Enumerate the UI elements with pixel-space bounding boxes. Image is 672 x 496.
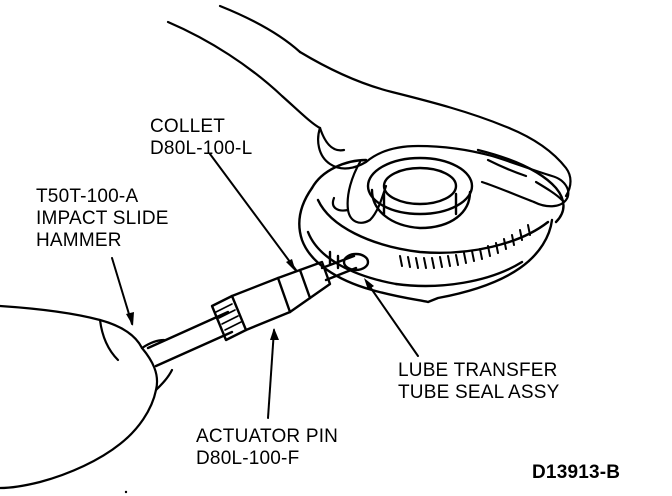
leader-lines xyxy=(111,153,419,419)
collet-label-line2: D80L-100-L xyxy=(150,138,253,159)
slide-hammer-label-line1: T50T-100-A xyxy=(36,186,139,207)
collet-label-line1: COLLET xyxy=(150,116,226,137)
collet-arrowhead xyxy=(286,259,296,272)
figure-id: D13913-B xyxy=(532,462,621,483)
actuator-pin-arrowhead xyxy=(270,328,279,340)
upper-hand xyxy=(166,4,572,224)
slide-hammer-label: T50T-100-A IMPACT SLIDE HAMMER xyxy=(36,186,169,252)
lube-seal-label-line1: LUBE TRANSFER xyxy=(398,360,558,381)
slide-hammer-arrowhead xyxy=(126,312,134,326)
actuator-pin-label: ACTUATOR PIN D80L-100-F xyxy=(196,426,338,470)
slide-hammer-label-line3: HAMMER xyxy=(36,230,122,251)
collet-label: COLLET D80L-100-L xyxy=(150,116,252,160)
slide-hammer-label-line2: IMPACT SLIDE xyxy=(36,208,169,229)
stray-dot xyxy=(124,490,128,494)
lube-seal-label: LUBE TRANSFER TUBE SEAL ASSY xyxy=(398,360,560,404)
pump-housing xyxy=(298,148,565,304)
lube-seal-label-line2: TUBE SEAL ASSY xyxy=(398,382,560,403)
actuator-pin-label-line1: ACTUATOR PIN xyxy=(196,426,339,447)
slide-hammer-shaft xyxy=(146,254,358,368)
lube-seal-arrowhead xyxy=(364,278,374,290)
actuator-pin-label-line2: D80L-100-F xyxy=(196,448,300,469)
lower-hand xyxy=(0,304,174,490)
